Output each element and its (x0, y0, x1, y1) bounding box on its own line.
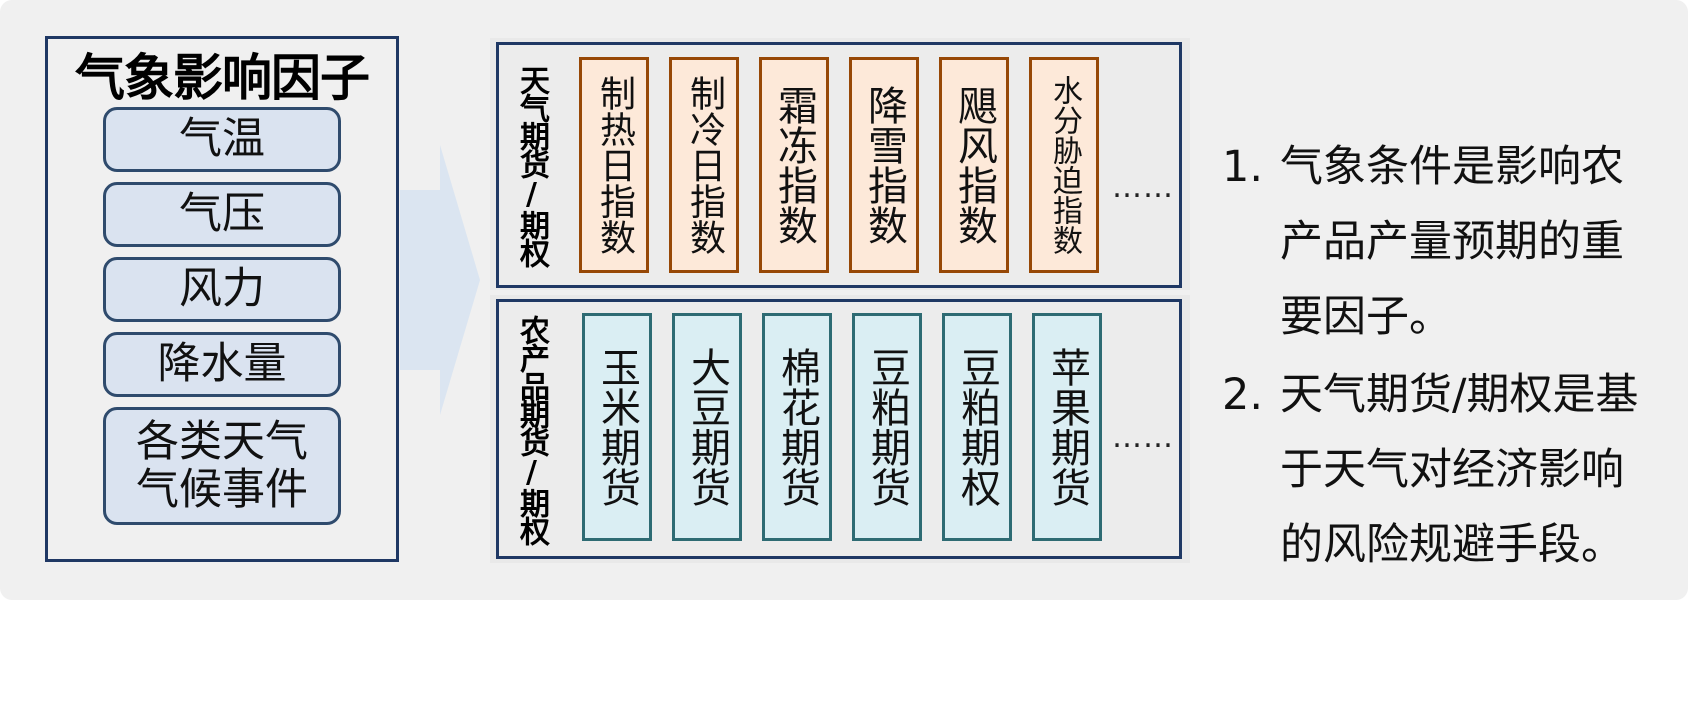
agri-item-apple: 苹果期货 (1032, 313, 1102, 541)
factor-title: 气象影响因子 (75, 49, 370, 107)
weather-item-frost: 霜冻指数 (759, 57, 829, 273)
right-arrow-icon (400, 145, 480, 415)
weather-item-cdd: 制冷日指数 (669, 57, 739, 273)
note-item: 2. 天气期货/期权是基于天气对经济影响的风险规避手段。 (1222, 358, 1662, 583)
factor-precipitation: 降水量 (103, 332, 341, 397)
factor-temperature: 气温 (103, 107, 341, 172)
weather-item-water-stress: 水分胁迫指数 (1029, 57, 1099, 273)
note-number: 2. (1222, 370, 1264, 420)
weather-group-label: 天气期货/期权 (514, 64, 549, 266)
agri-ellipsis: …… (1112, 420, 1174, 455)
note-item: 1. 气象条件是影响农产品产量预期的重要因子。 (1222, 130, 1662, 355)
weather-item-snow: 降雪指数 (849, 57, 919, 273)
factor-wind: 风力 (103, 257, 341, 322)
weather-ellipsis: …… (1112, 170, 1174, 205)
note-text: 气象条件是影响农产品产量预期的重要因子。 (1280, 142, 1624, 342)
agri-item-cotton: 棉花期货 (762, 313, 832, 541)
agri-item-soybean: 大豆期货 (672, 313, 742, 541)
agri-item-corn: 玉米期货 (582, 313, 652, 541)
factor-box: 气象影响因子 气温 气压 风力 降水量 各类天气 气候事件 (45, 36, 399, 562)
note-number: 1. (1222, 142, 1264, 192)
agri-group-label: 农产品期货/期权 (514, 314, 549, 544)
weather-item-hurricane: 飓风指数 (939, 57, 1009, 273)
agri-item-soymeal-options: 豆粕期权 (942, 313, 1012, 541)
note-text: 天气期货/期权是基于天气对经济影响的风险规避手段。 (1280, 370, 1639, 570)
factor-pressure: 气压 (103, 182, 341, 247)
notes-list: 1. 气象条件是影响农产品产量预期的重要因子。 2. 天气期货/期权是基于天气对… (1222, 130, 1662, 586)
weather-item-hdd: 制热日指数 (579, 57, 649, 273)
agri-item-soymeal-futures: 豆粕期货 (852, 313, 922, 541)
factor-weather-events: 各类天气 气候事件 (103, 407, 341, 525)
